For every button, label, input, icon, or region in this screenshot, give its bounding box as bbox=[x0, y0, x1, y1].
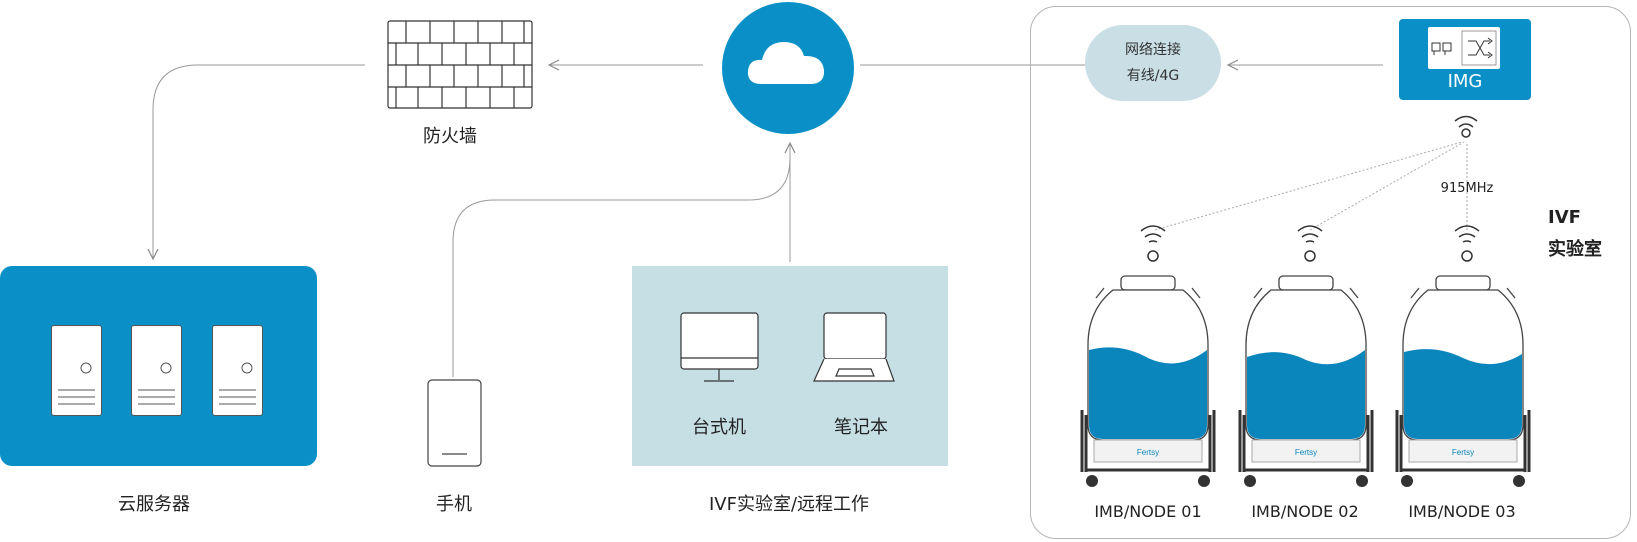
brand-label: Fertsy bbox=[1137, 448, 1159, 457]
dewar-tank-icon: Fertsy bbox=[1395, 275, 1531, 487]
lab-title-line1: IVF bbox=[1548, 207, 1581, 228]
server-icon bbox=[212, 325, 263, 416]
dewar-tank-icon: Fertsy bbox=[1238, 275, 1374, 487]
node2-radio-line bbox=[1309, 141, 1465, 231]
node-label: IMB/NODE 01 bbox=[1094, 502, 1202, 521]
network-label-line2: 有线/4G bbox=[1126, 68, 1180, 84]
brand-label: Fertsy bbox=[1295, 448, 1317, 457]
connection-lines bbox=[153, 64, 1468, 377]
desktop-label: 台式机 bbox=[692, 417, 746, 438]
switch-icon bbox=[1428, 27, 1500, 69]
cloud-icon bbox=[722, 2, 854, 134]
gateway-label: IMG bbox=[1447, 71, 1483, 92]
cloud-server-label: 云服务器 bbox=[118, 494, 190, 515]
laptop-label: 笔记本 bbox=[834, 417, 888, 438]
wifi-icon bbox=[1140, 225, 1166, 262]
server-icon bbox=[51, 325, 102, 416]
laptop-icon bbox=[813, 312, 895, 382]
wifi-icon bbox=[1454, 115, 1478, 138]
remote-label: IVF实验室/远程工作 bbox=[708, 494, 870, 515]
wifi-icon bbox=[1297, 225, 1323, 262]
cloud-server-panel bbox=[0, 266, 317, 466]
node-label: IMB/NODE 03 bbox=[1408, 502, 1516, 521]
phone-label: 手机 bbox=[436, 494, 472, 515]
desktop-icon bbox=[680, 312, 759, 382]
firewall-label: 防火墙 bbox=[423, 126, 477, 147]
network-label-line1: 网络连接 bbox=[1125, 42, 1181, 58]
firewall-to-server-line bbox=[153, 64, 365, 259]
brand-label: Fertsy bbox=[1452, 448, 1474, 457]
img-gateway: IMG bbox=[1399, 19, 1531, 100]
ivf-lab-frame bbox=[1030, 6, 1631, 539]
network-connection-pill: 网络连接 有线/4G bbox=[1085, 25, 1221, 101]
server-icon bbox=[131, 325, 182, 416]
phone-icon bbox=[427, 379, 482, 467]
dewar-tank-icon: Fertsy bbox=[1080, 275, 1216, 487]
wifi-icon bbox=[1454, 225, 1480, 262]
firewall-icon bbox=[387, 20, 533, 109]
lab-title-line2: 实验室 bbox=[1548, 239, 1602, 260]
frequency-label: 915MHz bbox=[1440, 181, 1494, 196]
phone-to-cloud-line bbox=[452, 143, 790, 377]
node1-radio-line bbox=[1154, 141, 1463, 231]
node-label: IMB/NODE 02 bbox=[1251, 502, 1359, 521]
